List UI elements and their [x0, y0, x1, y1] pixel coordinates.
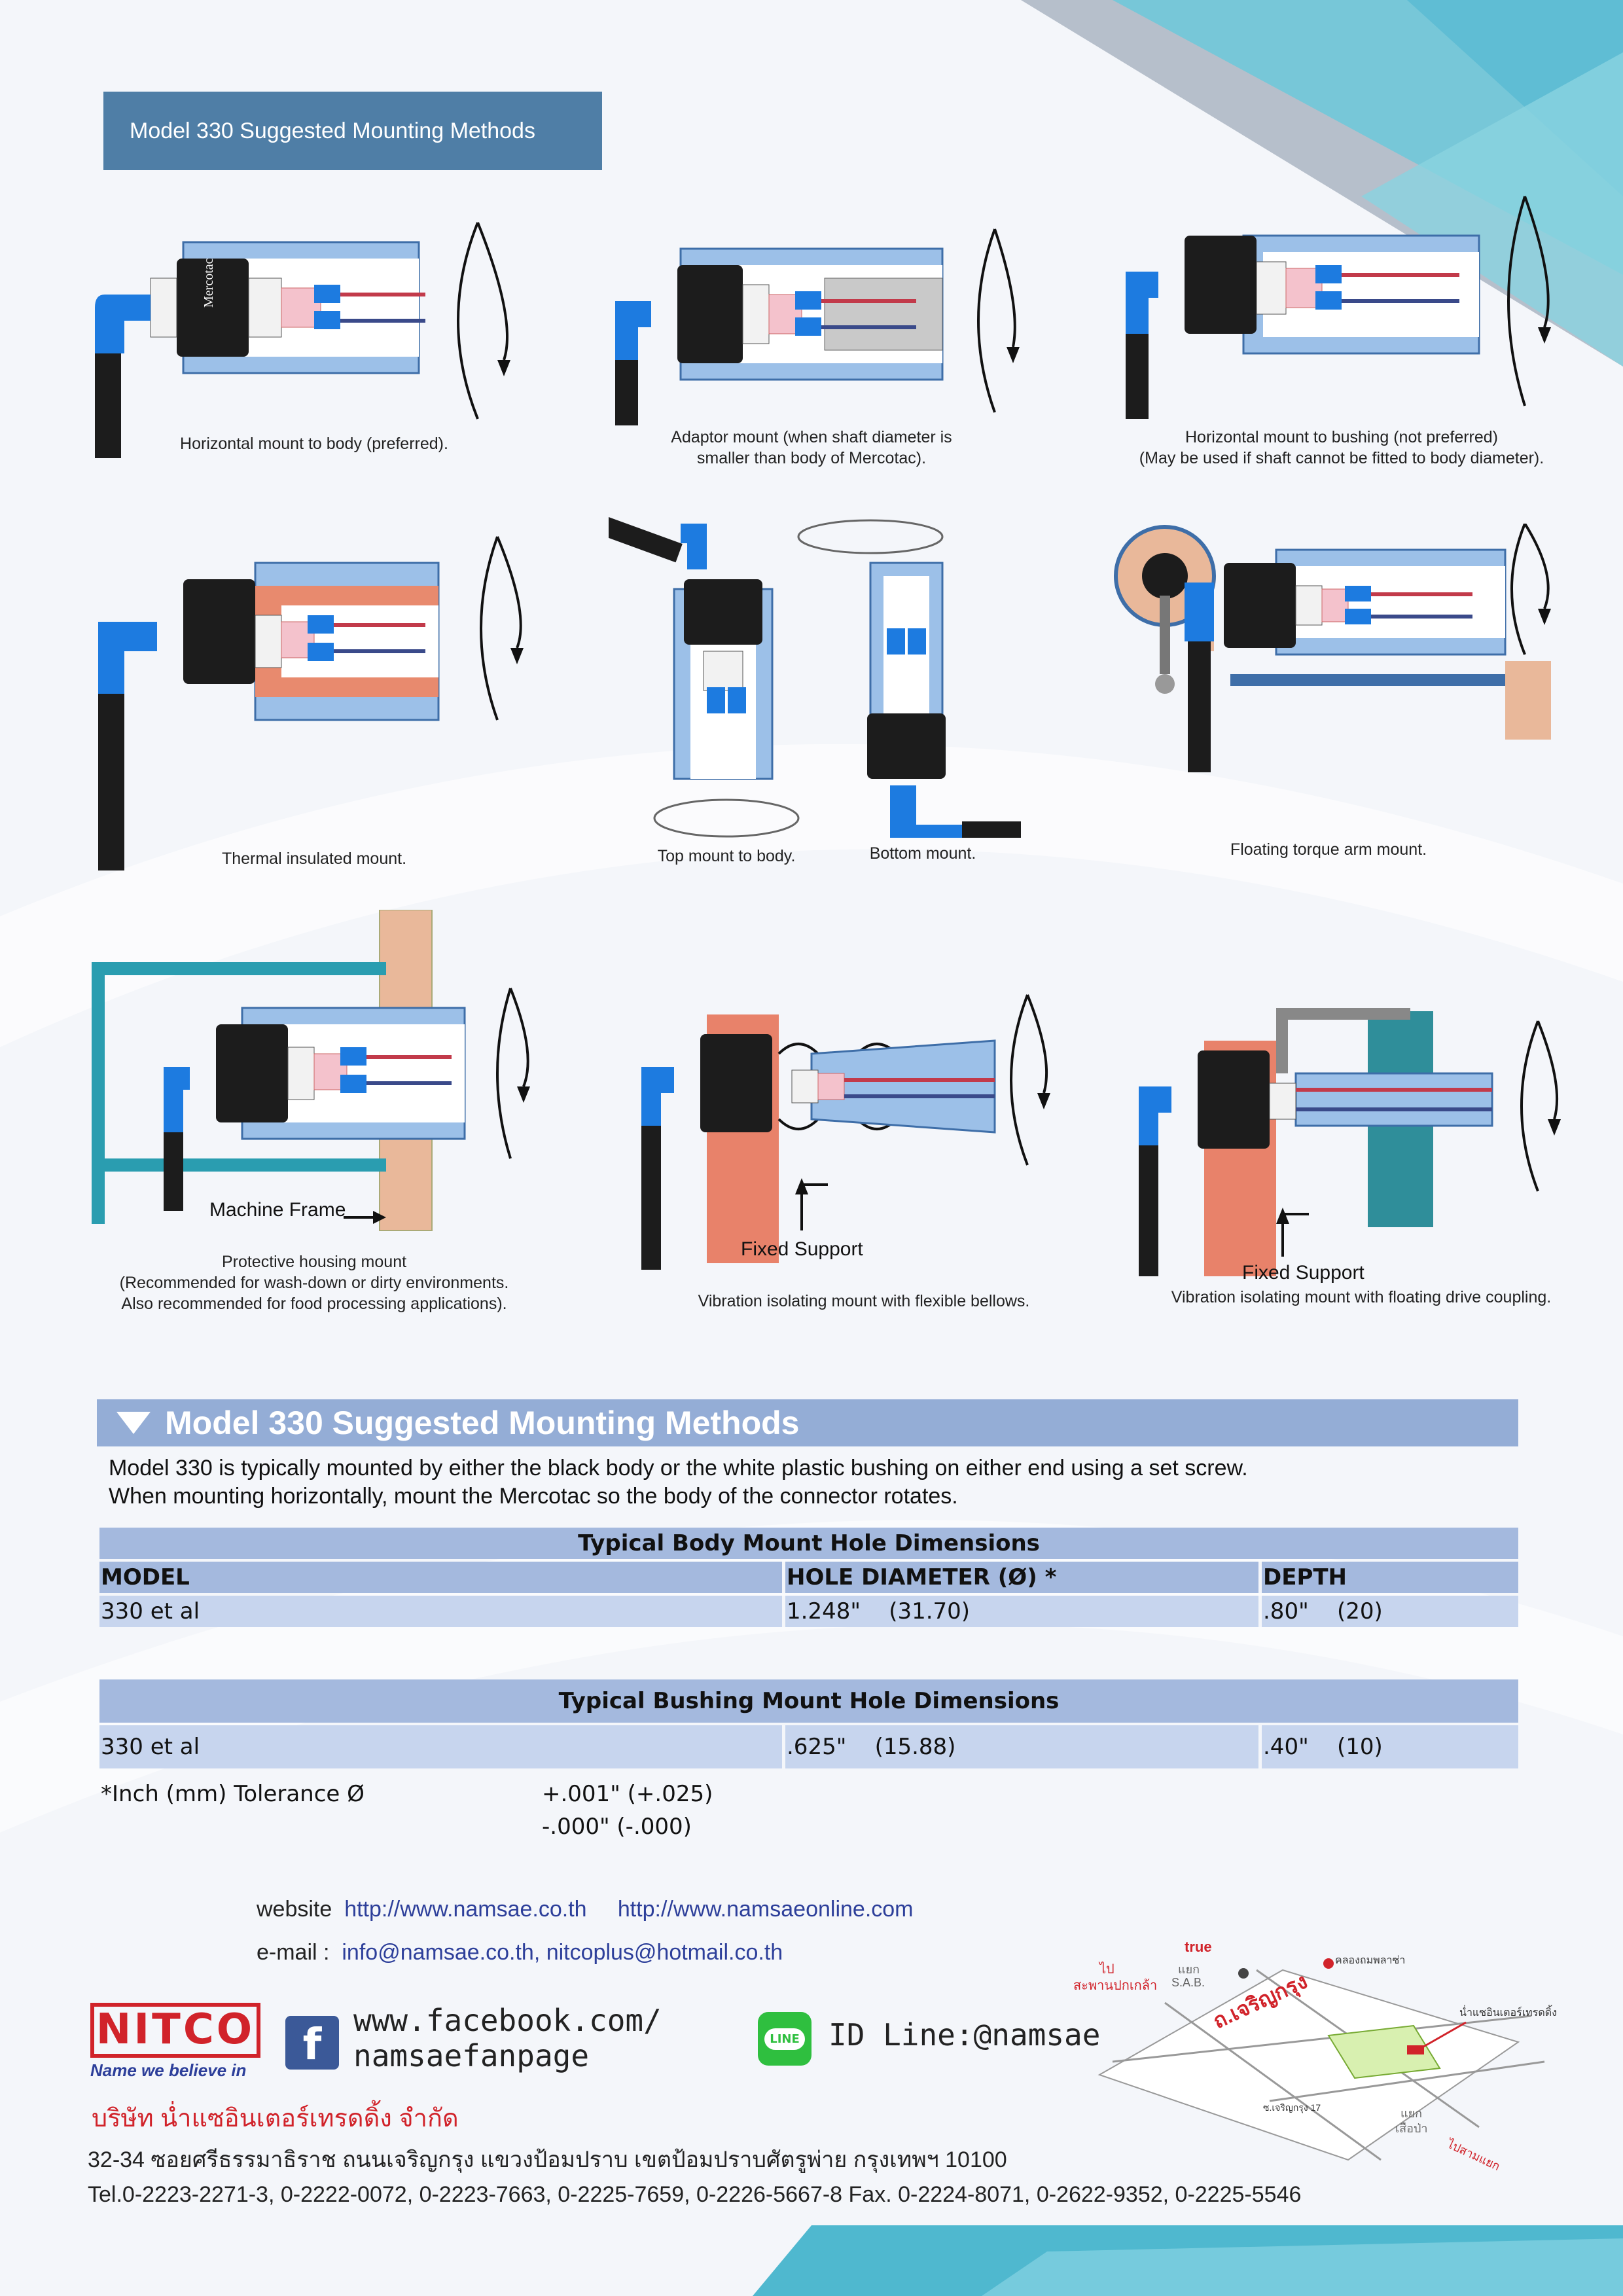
description-line-1: Model 330 is typically mounted by either… [109, 1456, 1248, 1480]
caption-bottom-mount: Bottom mount. [869, 844, 976, 863]
figure-horizontal-mount-bushing [1126, 196, 1551, 419]
line-icon[interactable]: LINE [758, 2012, 812, 2066]
facebook-link-line-1: www.facebook.com/ [353, 2003, 662, 2038]
map-company-label: น่ำแซอินเตอร์เทรดดิ้ง [1459, 2005, 1557, 2018]
line-badge: LINE [764, 2028, 805, 2050]
email-links[interactable]: info@namsae.co.th, nitcoplus@hotmail.co.… [342, 1940, 783, 1965]
caption-adaptor-mount: Adaptor mount (when shaft diameter is sm… [671, 428, 952, 467]
map-junction-2: เสือป่า [1395, 2122, 1427, 2135]
section-title: Model 330 Suggested Mounting Methods [165, 1405, 800, 1441]
caption-vibration-bellows-mount: Vibration isolating mount with flexible … [698, 1292, 1030, 1310]
cell-depth: .40" (10) [1262, 1725, 1518, 1768]
description-line-2: When mounting horizontally, mount the Me… [109, 1484, 958, 1509]
table-row: 330 et al 1.248" (31.70) .80" (20) [99, 1596, 1518, 1627]
website-label: website [257, 1897, 332, 1922]
figure-floating-torque-arm-mount [1114, 524, 1551, 772]
svg-text:Mercotac: Mercotac [202, 258, 216, 308]
facebook-link-line-2: namsaefanpage [353, 2038, 590, 2073]
label-machine-frame: Machine Frame [209, 1199, 346, 1221]
company-address: 32-34 ซอยศรีธรรมาธิราช ถนนเจริญกรุง แขวง… [88, 2147, 1007, 2172]
logo-text: NITCO [90, 2003, 260, 2058]
label-fixed-support-coupling: Fixed Support [1242, 1262, 1364, 1283]
figure-vibration-bellows-mount [641, 994, 1050, 1270]
bushing-mount-table-title: Typical Bushing Mount Hole Dimensions [99, 1679, 1518, 1723]
figure-protective-housing-mount [92, 910, 530, 1231]
table-row: 330 et al .625" (15.88) .40" (10) [99, 1725, 1518, 1768]
map-junction-3: ไปสามแยก [1444, 2136, 1502, 2173]
location-map: true ไป สะพานปกเกล้า แยก S.A.B. ถ.เจริญก… [1073, 1939, 1557, 2173]
figure-adaptor-mount [615, 228, 1020, 425]
email-row: e-mail : info@namsae.co.th, nitcoplus@ho… [257, 1940, 783, 1965]
website-row: website http://www.namsae.co.th http://w… [257, 1897, 914, 1922]
company-name: บริษัท น่ำแซอินเตอร์เทรดดิ้ง จำกัด [92, 2105, 459, 2132]
website-link-2[interactable]: http://www.namsaeonline.com [617, 1897, 914, 1922]
figure-thermal-insulated-mount [98, 536, 524, 870]
map-sab-label-1: แยก [1178, 1963, 1200, 1976]
label-fixed-support-bellows: Fixed Support [741, 1238, 863, 1260]
header-hole-diameter: HOLE DIAMETER (Ø) * [785, 1562, 1262, 1593]
logo-slogan: Name we believe in [90, 2060, 247, 2080]
bushing-mount-table: Typical Bushing Mount Hole Dimensions 33… [99, 1677, 1518, 1771]
facebook-icon[interactable]: f [285, 2016, 339, 2070]
section-header: Model 330 Suggested Mounting Methods [97, 1399, 1518, 1446]
body-mount-table-title: Typical Body Mount Hole Dimensions [99, 1528, 1518, 1559]
tolerance-plus: +.001" (+.025) [542, 1781, 713, 1807]
map-bridge-label: สะพานปกเกล้า [1073, 1979, 1157, 1993]
caption-horizontal-mount-bushing: Horizontal mount to bushing (not preferr… [1139, 428, 1544, 467]
cell-depth: .80" (20) [1262, 1596, 1518, 1627]
section-description: Model 330 is typically mounted by either… [109, 1454, 1522, 1511]
cell-model: 330 et al [99, 1596, 785, 1627]
line-id[interactable]: ID Line:@namsae [829, 2017, 1101, 2053]
nitco-logo: NITCO Name we believe in [90, 2003, 267, 2088]
facebook-link[interactable]: www.facebook.com/ namsaefanpage [353, 2003, 662, 2073]
page-title: Model 330 Suggested Mounting Methods [103, 92, 602, 170]
caption-protective-housing-mount: Protective housing mount (Recommended fo… [119, 1253, 509, 1313]
caption-horizontal-mount-body: Horizontal mount to body (preferred). [180, 435, 448, 453]
caption-top-mount: Top mount to body. [657, 847, 796, 865]
company-phone: Tel.0-2223-2271-3, 0-2222-0072, 0-2223-7… [88, 2182, 1302, 2207]
caption-floating-torque-arm-mount: Floating torque arm mount. [1230, 840, 1427, 859]
table-header-row: MODEL HOLE DIAMETER (Ø) * DEPTH [99, 1562, 1518, 1593]
figure-horizontal-mount-body: Mercotac [95, 222, 510, 458]
map-market-label: คลองถมพลาซ่า [1335, 1955, 1405, 1966]
header-model: MODEL [99, 1562, 785, 1593]
map-go-label: ไป [1098, 1962, 1115, 1977]
email-label: e-mail : [257, 1940, 330, 1965]
map-true-label: true [1185, 1939, 1212, 1955]
figure-vibration-floating-drive-mount [1139, 1008, 1561, 1276]
cell-model: 330 et al [99, 1725, 785, 1768]
map-sab-label-2: S.A.B. [1171, 1976, 1205, 1989]
body-mount-table: Typical Body Mount Hole Dimensions MODEL… [99, 1525, 1518, 1630]
tolerance-label: *Inch (mm) Tolerance Ø [101, 1781, 365, 1807]
header-depth: DEPTH [1262, 1562, 1518, 1593]
caption-thermal-insulated-mount: Thermal insulated mount. [221, 850, 407, 868]
website-link-1[interactable]: http://www.namsae.co.th [344, 1897, 587, 1922]
map-junction-1: แยก [1400, 2107, 1422, 2120]
tolerance-minus: -.000" (-.000) [542, 1814, 692, 1840]
caption-vibration-floating-drive-mount: Vibration isolating mount with floating … [1171, 1288, 1552, 1306]
map-soi-label: ซ.เจริญกรุง 17 [1263, 2102, 1321, 2113]
cell-hole-diameter: .625" (15.88) [785, 1725, 1262, 1768]
cell-hole-diameter: 1.248" (31.70) [785, 1596, 1262, 1627]
figure-top-bottom-mount [609, 517, 1021, 838]
triangle-down-icon [116, 1412, 151, 1434]
